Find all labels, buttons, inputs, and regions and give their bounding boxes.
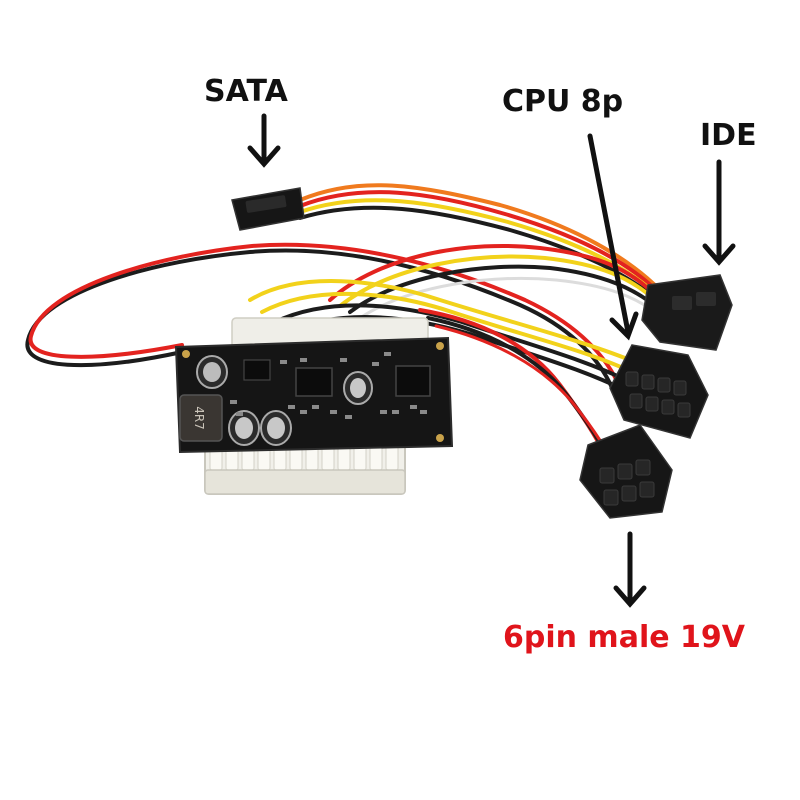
cpu-pin	[661, 399, 675, 415]
wire-ide-yellow	[338, 254, 659, 308]
pin6-pin	[617, 463, 633, 480]
wire-loop-black	[25, 248, 617, 397]
smd-components	[230, 352, 427, 419]
sata-label: SATA	[204, 74, 288, 109]
wire-ide-white	[358, 276, 664, 320]
smd-part	[410, 405, 417, 409]
pin6-pin	[603, 489, 619, 506]
6pin-pin-grid	[599, 459, 655, 506]
wire-sata-orange	[298, 183, 662, 292]
smd-part	[236, 412, 243, 416]
capacitor	[228, 410, 260, 446]
smd-part	[345, 415, 352, 419]
inductor: 4R7	[179, 394, 223, 442]
smd-chip	[243, 359, 271, 381]
pin6-pin	[621, 485, 637, 502]
cpu-pin	[641, 374, 655, 390]
pin6-pin	[599, 467, 615, 484]
smd-part	[330, 410, 337, 414]
cpu-pin	[625, 371, 639, 387]
cpu-8pin-connector	[609, 344, 709, 439]
arrow-down-icon	[587, 133, 639, 341]
arrow-down-icon	[247, 113, 281, 168]
mount-hole	[436, 342, 444, 350]
pcb-board: 4R7	[174, 336, 454, 454]
smd-part	[288, 405, 295, 409]
cpu-pin-grid	[625, 371, 691, 418]
cpu-8p-label: CPU 8p	[502, 84, 624, 119]
smd-part	[340, 358, 347, 362]
smd-part	[300, 410, 307, 414]
smd-part	[300, 358, 307, 362]
6pin-male-19v-label: 6pin male 19V	[503, 620, 745, 655]
cpu-pin	[677, 402, 691, 418]
cpu-pin	[645, 396, 659, 412]
controller-chip	[395, 365, 431, 397]
inductor-marking: 4R7	[192, 406, 206, 430]
mosfet-chip	[295, 367, 333, 397]
pin6-pin	[635, 459, 651, 476]
cpu-pin	[673, 380, 687, 396]
smd-part	[380, 410, 387, 414]
cpu-pin	[629, 393, 643, 409]
ide-connector	[641, 274, 733, 351]
pin6-pin	[639, 481, 655, 498]
capacitor	[343, 371, 373, 405]
pcie-6pin-connector	[579, 424, 673, 519]
smd-part	[420, 410, 427, 414]
smd-part	[230, 400, 237, 404]
smd-part	[280, 360, 287, 364]
arrow-down-icon	[613, 531, 647, 608]
wire-cpu-yellow-2	[260, 291, 634, 374]
ide-label: IDE	[700, 118, 757, 153]
smd-part	[312, 405, 319, 409]
capacitor	[196, 355, 228, 389]
smd-part	[392, 410, 399, 414]
cpu-pin	[657, 377, 671, 393]
arrow-down-icon	[702, 159, 736, 266]
wire-ide-red	[328, 243, 657, 302]
smd-part	[372, 362, 379, 366]
smd-part	[384, 352, 391, 356]
wire-bundle	[25, 183, 668, 474]
pointer-arrows	[247, 113, 736, 608]
wire-sata-red	[298, 190, 664, 298]
sata-connector	[231, 187, 305, 231]
wire-loop-red	[28, 242, 624, 394]
capacitor	[260, 410, 292, 446]
mount-hole	[436, 434, 444, 442]
mount-hole	[182, 350, 190, 358]
wire-cpu-yellow-1	[248, 279, 632, 362]
